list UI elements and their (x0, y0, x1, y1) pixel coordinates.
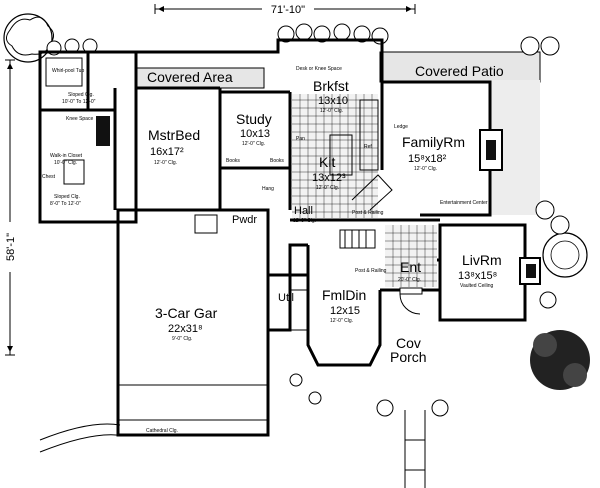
entertainment-label: Entertainment Center (440, 200, 488, 206)
tree-right-upper (542, 232, 588, 278)
post-railing-label-2: Post & Railing (355, 268, 387, 274)
mstrbed-size: 16x17² (150, 146, 184, 158)
study-size: 10x13 (240, 128, 270, 140)
utility-room (289, 289, 309, 331)
study-name: Study (236, 111, 272, 127)
brkfst-clg: 12'-0" Clg. (320, 108, 343, 114)
width-label: 71'-10" (271, 4, 305, 16)
garage-size: 22x31⁸ (168, 323, 203, 335)
kitchen-tile-floor (292, 94, 378, 218)
front-door (399, 287, 423, 295)
mstrbed-clg: 12'-0" Clg. (154, 160, 177, 166)
brkfst-size: 13x10 (318, 95, 348, 107)
sloped-clg-2b: 8'-0" To 12'-0" (50, 201, 81, 207)
util-label: Util (278, 292, 294, 304)
tree-top-left (3, 13, 54, 63)
garage-clg: 9'-0" Clg. (172, 336, 192, 342)
kitchen-counter (359, 99, 379, 171)
hall-clg: 12'-0" Clg. (293, 218, 316, 224)
kit-clg: 12'-0" Clg. (316, 185, 339, 191)
hang-label: Hang (262, 186, 274, 192)
walk-closet-clg: 10'-0" Clg. (54, 160, 77, 166)
hall-label: Hall (294, 205, 313, 217)
width-dimension: 71'-10" (154, 2, 416, 16)
sloped-clg-1: Sloped Clg. (68, 92, 94, 98)
fmldin-size: 12x15 (330, 305, 360, 317)
ent-label: Ent (400, 259, 421, 275)
family-fireplace (479, 129, 503, 171)
walk-closet-label: Walk-in Closet (50, 153, 83, 159)
porch-shrubs (289, 373, 449, 417)
kit-name: Kit (319, 154, 335, 170)
chest-label: Chest (42, 174, 56, 180)
ledge-label: Ledge (394, 124, 408, 130)
cathedral-label: Cathedral Clg. (146, 428, 178, 434)
living-fireplace (519, 257, 541, 285)
family-clg: 12'-0" Clg. (414, 166, 437, 172)
ref-label: Ref (364, 144, 372, 150)
family-name: FamilyRm (402, 134, 465, 150)
covered-patio-label: Covered Patio (415, 63, 504, 79)
cov-porch-label-2: Porch (390, 349, 427, 365)
sloped-clg-2: Sloped Clg. (54, 194, 80, 200)
exterior-walls (38, 38, 527, 437)
livrm-size: 13⁸x15⁸ (458, 270, 497, 282)
livrm-name: LivRm (462, 252, 502, 268)
kit-size: 13x12³ (312, 172, 346, 184)
depth-dimension: 58'-1" (3, 59, 17, 356)
tree-right (530, 330, 590, 390)
sloped-clg-1b: 10'-0" To 12'-0" (62, 99, 96, 105)
ent-clg: 20'-0" Clg. (398, 277, 421, 283)
shrub-row-top (277, 23, 560, 56)
master-closet-shelves (96, 116, 110, 146)
post-railing-label: Post & Railing (352, 210, 384, 216)
entry-tile-floor (385, 225, 437, 287)
depth-label: 58'-1" (5, 233, 17, 261)
desk-label: Desk or Knee Space (296, 66, 342, 72)
kitchen-island (329, 134, 353, 176)
pantry-label: Pan (296, 136, 305, 142)
garage-name: 3-Car Gar (155, 305, 218, 321)
mstrbed-name: MstrBed (148, 127, 200, 143)
fmldin-name: FmlDin (322, 287, 366, 303)
chest (63, 159, 85, 185)
fmldin-clg: 12'-0" Clg. (330, 318, 353, 324)
cov-porch-label-1: Cov (396, 335, 421, 351)
knee-space: Knee Space (66, 116, 93, 122)
shrub-row-right (535, 200, 570, 309)
books-label-2: Books (270, 158, 284, 164)
pwdr-label: Pwdr (232, 214, 257, 226)
books-label-1: Books (226, 158, 240, 164)
whirlpool-tub (45, 57, 83, 87)
study-clg: 12'-0" Clg. (242, 141, 265, 147)
whirlpool-label: Whirl-pool Tub (52, 68, 84, 74)
brkfst-name: Brkfst (313, 78, 349, 94)
hall-closet (339, 229, 376, 249)
livrm-clg: Vaulted Ceiling (460, 283, 493, 289)
family-size: 15⁸x18² (408, 153, 447, 165)
covered-area-label: Covered Area (147, 69, 233, 85)
